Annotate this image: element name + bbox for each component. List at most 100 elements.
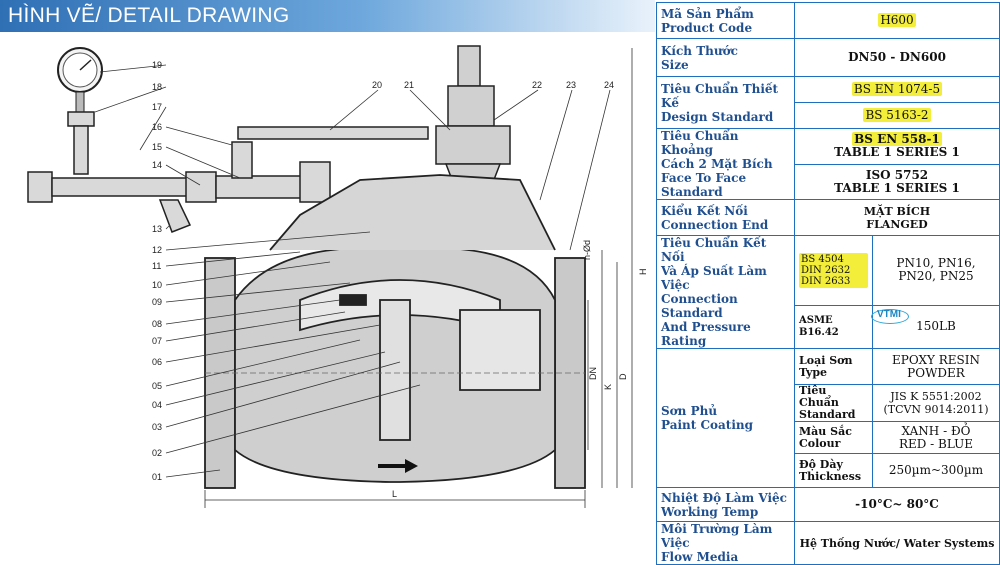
leader-line-10	[165, 261, 331, 286]
vtmi-watermark: VTMI	[877, 308, 901, 320]
part-label-12: 12	[152, 245, 162, 255]
part-label-03: 03	[152, 422, 162, 432]
part-number-labels: 0102030405060708091011121314151617181920…	[152, 60, 614, 482]
pilot-piping	[27, 111, 429, 233]
design-standard-value-2: BS 5163-2	[794, 102, 1000, 129]
part-label-20: 20	[372, 80, 382, 90]
flow-direction-arrow	[378, 459, 418, 473]
part-label-23: 23	[566, 80, 576, 90]
part-label-08: 08	[152, 319, 162, 329]
dim-nod-label: n-Ød	[582, 240, 592, 260]
leader-line-05	[165, 339, 361, 387]
pn-rating-value: PN10, PN16,PN20, PN25	[872, 235, 1000, 306]
part-label-05: 05	[152, 381, 162, 391]
leader-line-03	[165, 361, 401, 428]
part-label-21: 21	[404, 80, 414, 90]
size-value: DN50 - DN600	[794, 38, 1000, 77]
leader-line-15	[165, 146, 241, 179]
dim-h-label: H	[638, 269, 648, 276]
pressure-gauge	[57, 47, 103, 113]
connection-standard-list: BS 4504 DIN 2632 DIN 2633	[794, 235, 873, 306]
leader-line-14	[165, 164, 201, 186]
part-label-04: 04	[152, 400, 162, 410]
asme-label: VTMI ASME B16.42	[794, 304, 909, 350]
main-valve-body	[204, 174, 586, 489]
leader-line-12	[165, 231, 371, 251]
vtmi-watermark-oval	[871, 308, 909, 324]
part-label-16: 16	[152, 122, 162, 132]
dim-l-label: L	[392, 489, 397, 499]
leader-line-04	[165, 351, 386, 406]
leader-line-07	[165, 311, 346, 342]
leader-line-11	[165, 251, 301, 267]
dim-d-label: D	[618, 373, 628, 380]
leader-line-17	[139, 106, 167, 151]
leader-line-13	[165, 224, 171, 230]
leader-line-02	[165, 384, 421, 454]
part-label-09: 09	[152, 297, 162, 307]
leader-line-01	[165, 469, 221, 478]
part-label-07: 07	[152, 336, 162, 346]
part-label-22: 22	[532, 80, 542, 90]
part-label-02: 02	[152, 448, 162, 458]
part-label-15: 15	[152, 142, 162, 152]
leader-line-08	[165, 299, 341, 325]
valve-drawing: L DN K D H n-Ød 010203040506070809101112…	[27, 45, 648, 508]
leader-line-19	[99, 64, 167, 73]
leader-line-21	[409, 89, 451, 131]
leader-line-18	[94, 86, 167, 113]
paint-standard-value: JIS K 5551:2002(TCVN 9014:2011)	[872, 384, 1000, 422]
part-label-11: 11	[152, 261, 161, 271]
part-label-01: 01	[152, 472, 162, 482]
design-standard-value-1: BS EN 1074-5	[794, 76, 1000, 103]
leader-line-23	[539, 89, 573, 201]
flow-media-value: Hệ Thống Nước/ Water Systems	[794, 521, 1000, 565]
part-label-13: 13	[152, 224, 162, 234]
part-label-14: 14	[152, 160, 162, 170]
row-design-standard-2: BS 5163-2	[657, 102, 1000, 129]
part-leader-lines	[94, 64, 611, 478]
title-bar: HÌNH VẼ/ DETAIL DRAWING	[0, 0, 655, 32]
dim-dn-label: DN	[588, 367, 598, 380]
leader-line-22	[493, 89, 539, 121]
working-temp-value: -10°C~ 80°C	[794, 487, 1000, 522]
leader-line-24	[569, 89, 611, 251]
part-label-24: 24	[604, 80, 614, 90]
row-connection-standard-2: VTMI ASME B16.42 150LB	[657, 304, 1000, 350]
part-label-10: 10	[152, 280, 162, 290]
pilot-valve	[435, 45, 511, 191]
leader-line-20	[329, 89, 379, 131]
leader-line-09	[165, 282, 351, 303]
